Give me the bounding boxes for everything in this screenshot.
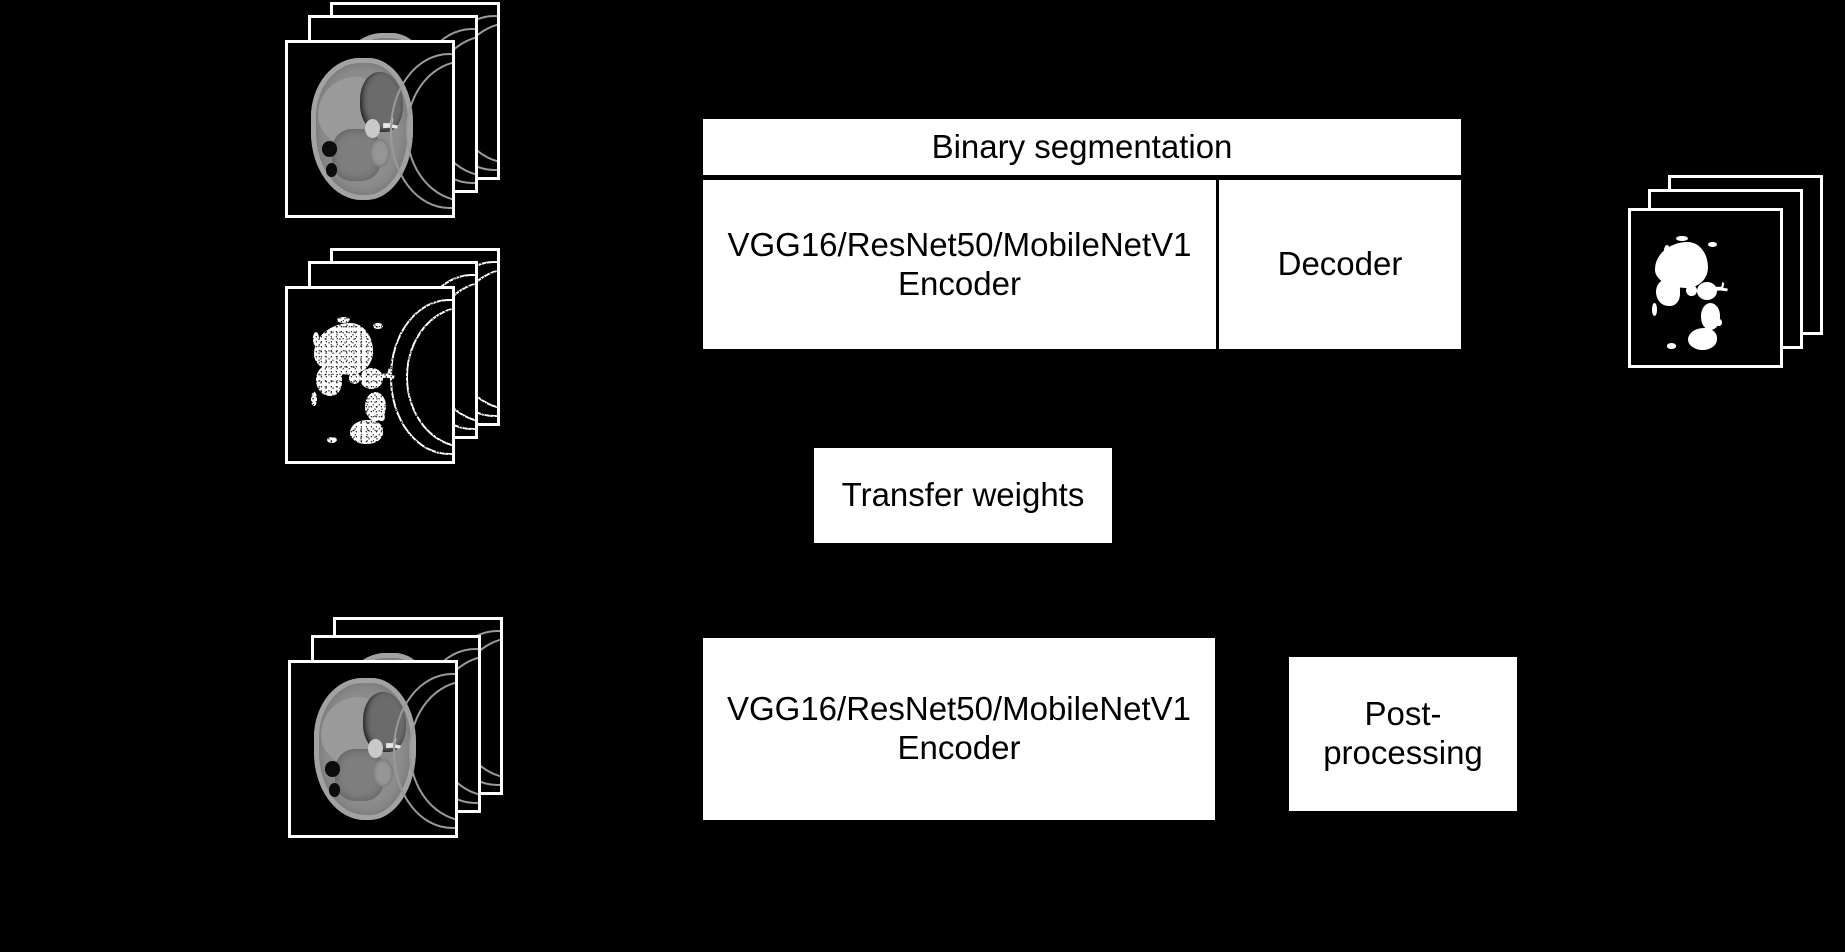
binary-segmentation-encoder-label: VGG16/ResNet50/MobileNetV1 Encoder: [727, 225, 1192, 302]
ct-slice-bottom-card-1: [288, 660, 458, 838]
binary-mask-slices: [285, 248, 500, 468]
output-mask-slices: [1628, 175, 1828, 380]
ct-slice-image-1: [288, 43, 452, 215]
binary-slice-image-1: [288, 289, 452, 461]
classification-encoder-box[interactable]: VGG16/ResNet50/MobileNetV1 Encoder: [703, 638, 1215, 820]
binary-segmentation-decoder-label: Decoder: [1277, 245, 1403, 283]
output-mask-card-1: [1628, 208, 1783, 368]
input-ct-slices-bottom: [288, 617, 503, 842]
transfer-weights-box[interactable]: Transfer weights: [814, 448, 1112, 543]
binary-segmentation-encoder-box[interactable]: VGG16/ResNet50/MobileNetV1 Encoder: [703, 180, 1219, 349]
binary-slice-card-1: [285, 286, 455, 464]
binary-segmentation-title-text: Binary segmentation: [931, 127, 1233, 165]
classification-encoder-label: VGG16/ResNet50/MobileNetV1 Encoder: [726, 690, 1192, 766]
input-ct-slices-top: [285, 2, 500, 222]
output-mask-image-1: [1631, 211, 1780, 365]
post-processing-box[interactable]: Post- processing: [1289, 657, 1517, 811]
ct-slice-card-1: [285, 40, 455, 218]
binary-segmentation-decoder-box[interactable]: Decoder: [1219, 180, 1461, 349]
binary-segmentation-title-bar: Binary segmentation: [703, 119, 1461, 175]
transfer-weights-label: Transfer weights: [841, 476, 1085, 514]
post-processing-label: Post- processing: [1323, 695, 1483, 771]
ct-slice-bottom-image-1: [291, 663, 455, 835]
